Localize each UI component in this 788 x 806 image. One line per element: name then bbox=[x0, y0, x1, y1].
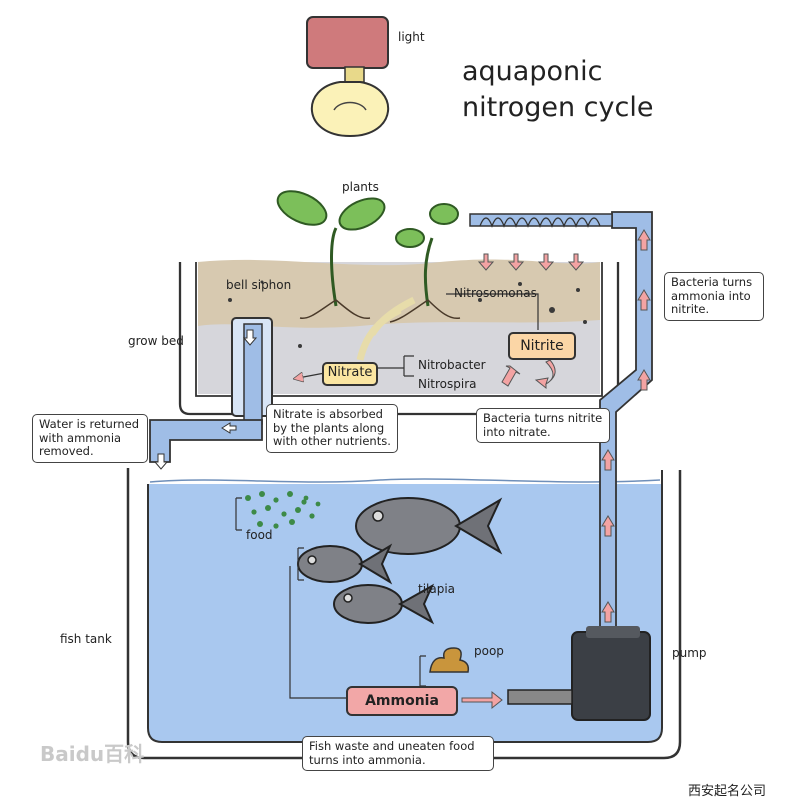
title-line-1: aquaponic bbox=[462, 56, 603, 87]
callout-line: Fish waste and uneaten food bbox=[309, 739, 475, 753]
light-label: light bbox=[398, 30, 425, 44]
grow-bed-label: grow bed bbox=[128, 334, 184, 348]
light-bulb-icon bbox=[306, 16, 389, 138]
nitrite-to-nitrate-callout: Bacteria turns nitrite into nitrate. bbox=[476, 408, 610, 443]
bell-siphon-label: bell siphon bbox=[226, 278, 292, 292]
ammonia-to-nitrite-callout: Bacteria turns ammonia into nitrite. bbox=[664, 272, 764, 321]
cycle-arrows bbox=[501, 359, 556, 390]
drip-arrows bbox=[477, 253, 585, 271]
poop-label: poop bbox=[474, 644, 504, 658]
callout-line: into nitrate. bbox=[483, 424, 551, 439]
corner-text: 西安起名公司 bbox=[688, 784, 767, 799]
nitrite-tag: Nitrite bbox=[508, 332, 576, 360]
callout-line: Nitrate is absorbed bbox=[273, 407, 383, 421]
page-title: aquaponic nitrogen cycle bbox=[462, 54, 762, 126]
fish-tank-label: fish tank bbox=[60, 632, 112, 646]
tilapia-fish-medium-icon bbox=[297, 543, 393, 585]
callout-line: Water is returned bbox=[39, 417, 140, 431]
nitrobacter-label: Nitrobacter bbox=[418, 358, 486, 372]
callout-line: with ammonia bbox=[39, 430, 122, 445]
watermark: Baidu百科 bbox=[40, 742, 145, 766]
flow-up-arrows bbox=[601, 229, 651, 623]
ammonia-tag: Ammonia bbox=[346, 686, 458, 716]
callout-line: Bacteria turns bbox=[671, 275, 753, 289]
callout-line: ammonia into bbox=[671, 288, 751, 303]
plants-icon bbox=[276, 190, 461, 361]
callout-line: nitrite. bbox=[671, 302, 710, 316]
water-returned-callout: Water is returned with ammonia removed. bbox=[32, 414, 148, 463]
nitrate-absorbed-callout: Nitrate is absorbed by the plants along … bbox=[266, 404, 398, 453]
callout-line: by the plants along bbox=[273, 420, 385, 435]
grow-bed bbox=[178, 259, 620, 416]
callout-line: turns into ammonia. bbox=[309, 752, 426, 767]
nitrate-tag: Nitrate bbox=[322, 362, 378, 386]
plants-label: plants bbox=[342, 180, 379, 194]
sprinkler-icon bbox=[479, 217, 601, 228]
tilapia-fish-large-icon bbox=[355, 497, 503, 555]
title-line-2: nitrogen cycle bbox=[462, 92, 654, 123]
callout-line: with other nutrients. bbox=[273, 434, 391, 448]
tilapia-fish-small-icon bbox=[333, 583, 435, 625]
fish-waste-callout: Fish waste and uneaten food turns into a… bbox=[302, 736, 494, 771]
return-flow-arrows bbox=[153, 329, 258, 470]
tilapia-label: tilapia bbox=[418, 582, 456, 596]
pump-label: pump bbox=[672, 646, 707, 660]
callout-line: removed. bbox=[39, 444, 94, 458]
food-pellets-icon bbox=[245, 491, 321, 529]
callout-line: Bacteria turns nitrite bbox=[483, 411, 603, 425]
nitrosomonas-label: Nitrosomonas bbox=[454, 286, 537, 300]
ammonia-flow-arrow bbox=[461, 690, 503, 710]
nitrospira-label: Nitrospira bbox=[418, 377, 477, 391]
poop-icon bbox=[429, 647, 470, 673]
food-label: food bbox=[246, 528, 273, 542]
